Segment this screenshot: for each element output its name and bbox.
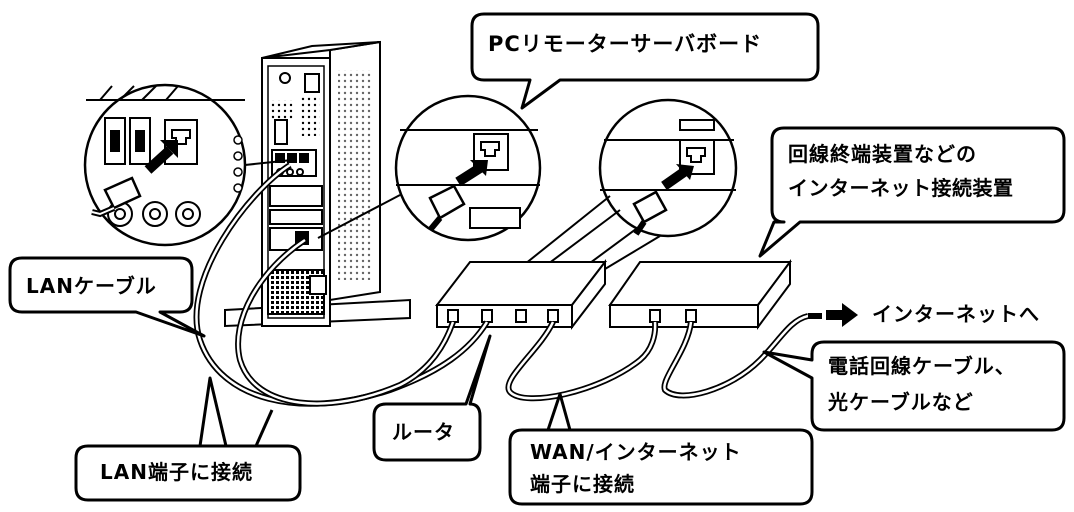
label-lan-port: LAN端子に接続 (100, 460, 253, 484)
label-lan-cable: LANケーブル (26, 274, 157, 298)
lan-port-zoom (83, 83, 247, 247)
callout-lan-port (74, 376, 302, 502)
callout-remote-board (470, 12, 820, 110)
remote-board-zoom (394, 94, 542, 242)
label-wan-line1: WAN/インターネット (530, 440, 742, 464)
label-pc-remote-board: PCリモーターサーバボード (488, 32, 763, 56)
callouts (8, 12, 1066, 506)
label-phone-line1: 電話回線ケーブル、 (828, 354, 1016, 378)
callout-phone-line (762, 340, 1066, 432)
cables (193, 162, 822, 407)
ont-device (608, 258, 792, 331)
label-wan-line2: 端子に接続 (530, 472, 635, 496)
callout-wan (508, 392, 814, 506)
label-router: ルータ (392, 420, 455, 444)
callout-router (372, 334, 492, 462)
label-phone-line2: 光ケーブルなど (828, 390, 974, 414)
callout-lan-cable (8, 256, 206, 338)
label-ont-line1: 回線終端装置などの (788, 142, 977, 166)
label-ont-line2: インターネット接続装置 (788, 176, 1014, 200)
arrow-right-icon (826, 303, 858, 327)
label-internet: インターネットへ (872, 302, 1040, 326)
pc-tower (224, 40, 411, 328)
wan-port-zoom (598, 98, 738, 238)
router-device (434, 259, 608, 330)
callout-ont (758, 126, 1066, 258)
